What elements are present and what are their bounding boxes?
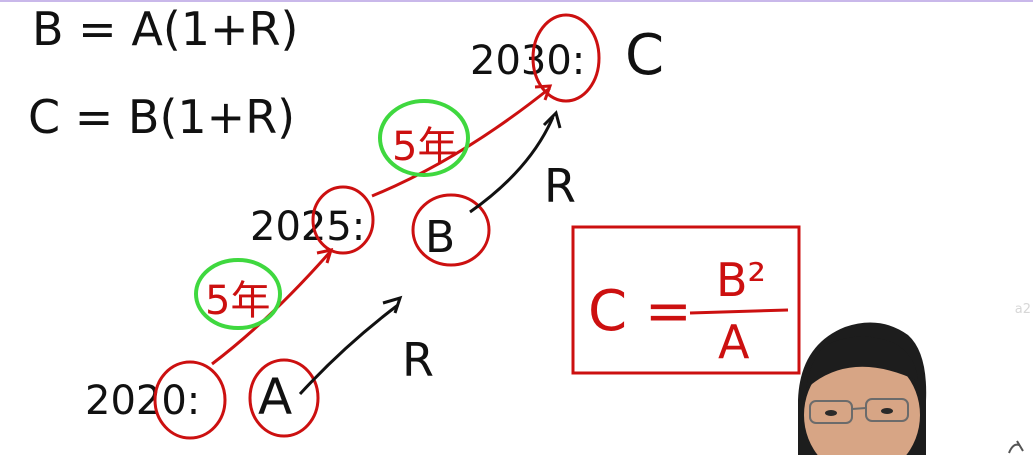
year-label-2020: 2020: [85, 378, 200, 424]
arrowhead-b-to-c [542, 110, 562, 129]
value-b: B [425, 212, 455, 263]
green-circle-period-upper [378, 99, 470, 177]
period-label-upper: 5年 [392, 124, 457, 170]
arrowhead-a-to-b [382, 295, 403, 314]
presenter-left-eye [825, 410, 837, 416]
period-label-lower: 5年 [205, 278, 270, 324]
value-a: A [258, 368, 292, 426]
result-box [571, 225, 801, 375]
presenter-webcam [798, 322, 927, 455]
corner-glyph-icon [1008, 440, 1024, 454]
rate-label-lower: R [402, 333, 434, 387]
circle-value-b [411, 193, 491, 267]
glasses-right-lens [865, 398, 909, 422]
circle-value-a [248, 358, 320, 438]
equation-c-definition: C = B(1+R) [28, 90, 295, 144]
watermark-text: a2 [1014, 302, 1031, 317]
year-label-2030: 2030: [470, 38, 585, 84]
presenter-face [804, 353, 920, 455]
arrowhead-2020-to-2025 [316, 247, 334, 264]
result-lhs: C = [588, 279, 692, 344]
arrow-a-to-b [298, 303, 399, 396]
arrow-2025-to-2030 [371, 86, 551, 198]
arrowhead-2025-to-2030 [534, 84, 553, 101]
result-denominator: A [718, 315, 750, 369]
presenter-hair-front [806, 336, 918, 389]
year-label-2025: 2025: [250, 204, 365, 250]
value-c: C [625, 23, 664, 88]
equation-b-definition: B = A(1+R) [32, 2, 298, 56]
rate-label-upper: R [544, 159, 576, 213]
result-numerator: B² [716, 253, 766, 307]
presenter-right-eye [881, 408, 893, 414]
circle-year-2030 [531, 13, 601, 103]
glasses-left-lens [809, 400, 853, 424]
circle-year-2025 [311, 185, 375, 255]
arrow-b-to-c [469, 116, 555, 214]
glasses-bridge [851, 407, 867, 410]
green-circle-period-lower [194, 258, 282, 330]
top-border [0, 0, 1033, 2]
fraction-bar [689, 308, 789, 315]
circle-year-2020 [153, 360, 227, 440]
